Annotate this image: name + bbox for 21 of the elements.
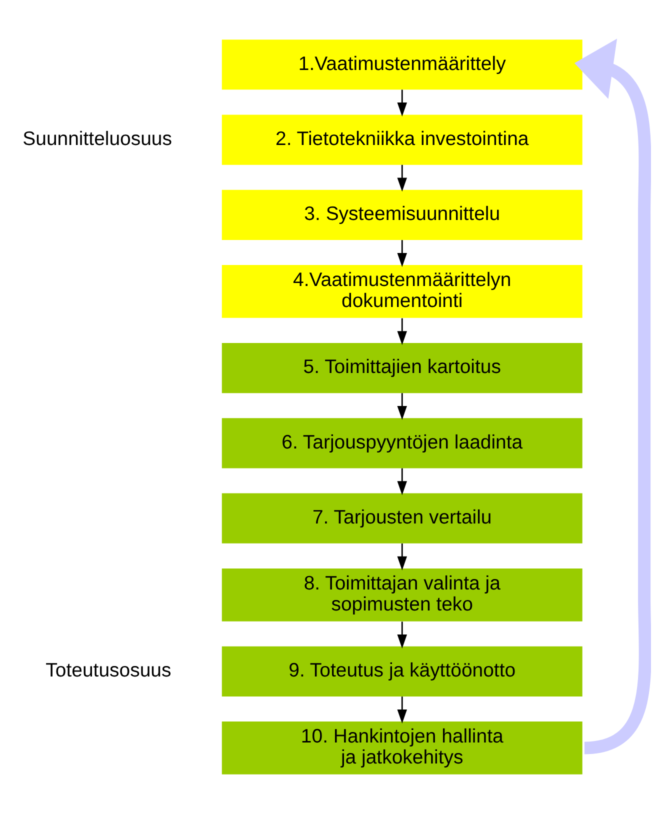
arrow — [397, 696, 407, 724]
arrow — [397, 318, 407, 346]
node-box: 5. Toimittajien kartoitus — [222, 342, 582, 394]
node-box: 9. Toteutus ja käyttöönotto — [222, 646, 582, 696]
arrow — [397, 543, 407, 570]
arrow — [397, 622, 407, 648]
node-box: 6. Tarjouspyyntöjen laadinta — [222, 418, 582, 468]
arrow — [397, 164, 407, 192]
node-box: 4.Vaatimustenmäärittelyn dokumentointi — [222, 265, 582, 318]
node-box: 10. Hankintojen hallinta ja jatkokehitys — [222, 722, 582, 774]
arrow — [397, 90, 407, 116]
node-box: 2. Tietotekniikka investointina — [222, 114, 582, 165]
node-box: 3. Systeemisuunnittelu — [222, 190, 582, 240]
node-box: 8. Toimittajan valinta ja sopimusten teko — [222, 568, 582, 622]
arrow — [397, 240, 407, 267]
label: Toteutusosuus — [46, 660, 172, 682]
arrow — [397, 468, 407, 496]
node-box: 1.Vaatimustenmäärittely — [222, 40, 582, 90]
arrow — [397, 393, 407, 420]
label: Suunnitteluosuus — [22, 128, 172, 150]
node-box: 7. Tarjousten vertailu — [222, 493, 582, 544]
